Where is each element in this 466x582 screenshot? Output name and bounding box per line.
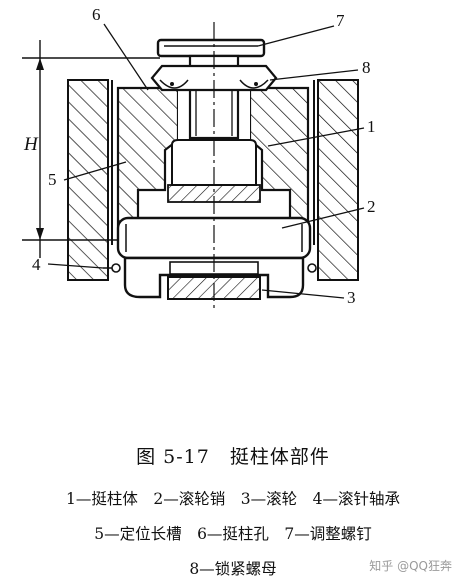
legend-line-1: 1—挺柱体 2—滚轮销 3—滚轮 4—滚针轴承	[66, 490, 400, 508]
label-part-7: 7	[336, 11, 345, 30]
label-part-8: 8	[362, 58, 371, 77]
housing-right-wall	[317, 79, 359, 281]
tappet-assembly-drawing: H 6 7 8 1 2 3 4 5	[22, 5, 376, 312]
legend-line-2: 5—定位长槽 6—挺柱孔 7—调整螺钉	[94, 525, 372, 543]
watermark: 知乎 @QQ狂奔	[369, 559, 452, 573]
dimension-h: H	[22, 40, 160, 258]
figure-caption: 图 5-17 挺柱体部件	[136, 446, 330, 468]
dimension-h-label: H	[23, 134, 39, 155]
label-part-4: 4	[32, 255, 41, 274]
label-part-5: 5	[48, 170, 57, 189]
housing-left-wall	[67, 79, 109, 281]
label-part-2: 2	[367, 197, 376, 216]
label-part-1: 1	[367, 117, 376, 136]
needle-bearing	[103, 263, 317, 273]
label-part-3: 3	[347, 288, 356, 307]
legend-line-3: 8—锁紧螺母	[189, 560, 277, 578]
lock-nut	[150, 64, 278, 92]
leader-lines	[47, 23, 365, 299]
label-part-6: 6	[92, 5, 101, 24]
